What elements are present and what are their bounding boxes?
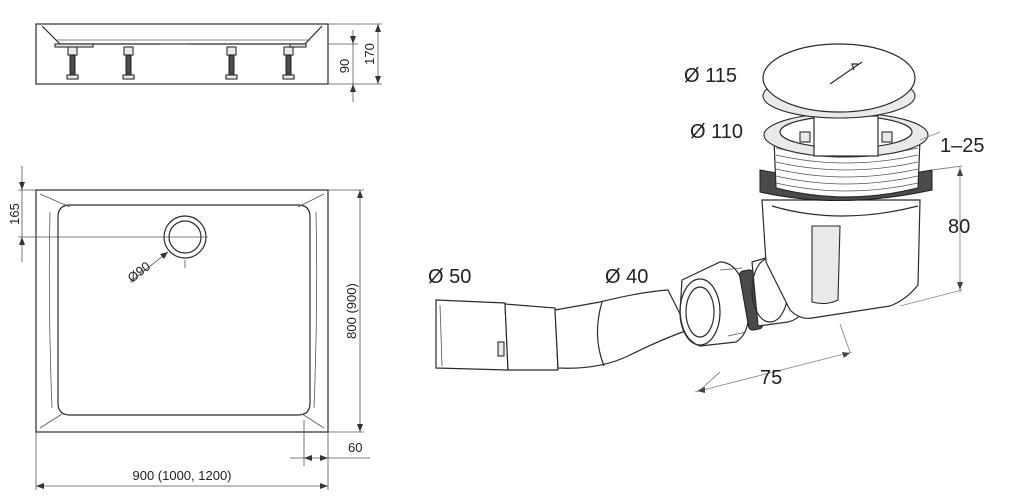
siphon-body [761,199,921,319]
dim-depth: 800 (900) [344,283,359,339]
dim-tray-height: 90 [337,59,352,73]
siphon-assembly: 75 80 1–25 Ø 115 Ø 110 Ø 50 Ø 40 [428,43,985,393]
leg-3 [225,46,238,80]
tray-legs [66,46,295,80]
dim-outlet-length: 75 [760,367,782,389]
dim-cover-diameter: Ø 115 [684,65,737,87]
cover-plate [762,43,916,119]
dim-adjust-range: 1–25 [940,135,985,157]
dim-pipe-50: Ø 50 [428,266,471,288]
front-tray-body [35,23,329,85]
front-view: 170 90 [35,23,382,102]
top-view: Ø90 165 800 (900) 900 (1000, 1200) 60 [7,166,370,490]
dim-pipe-40: Ø 40 [605,266,648,288]
leg-2 [122,46,135,80]
dim-total-height: 170 [362,43,377,65]
tray-inner [57,204,311,416]
dim-height: 80 [948,216,970,238]
flange [763,112,929,158]
tray-outer [35,189,329,433]
dim-drain-offset: 165 [7,203,22,225]
dim-flange-diameter: Ø 110 [690,121,743,143]
leg-1 [66,46,79,80]
outlet-pipe [435,289,689,371]
dim-width: 900 (1000, 1200) [132,468,231,483]
dim-drain-edge: 60 [348,440,362,455]
leg-4 [282,46,295,80]
